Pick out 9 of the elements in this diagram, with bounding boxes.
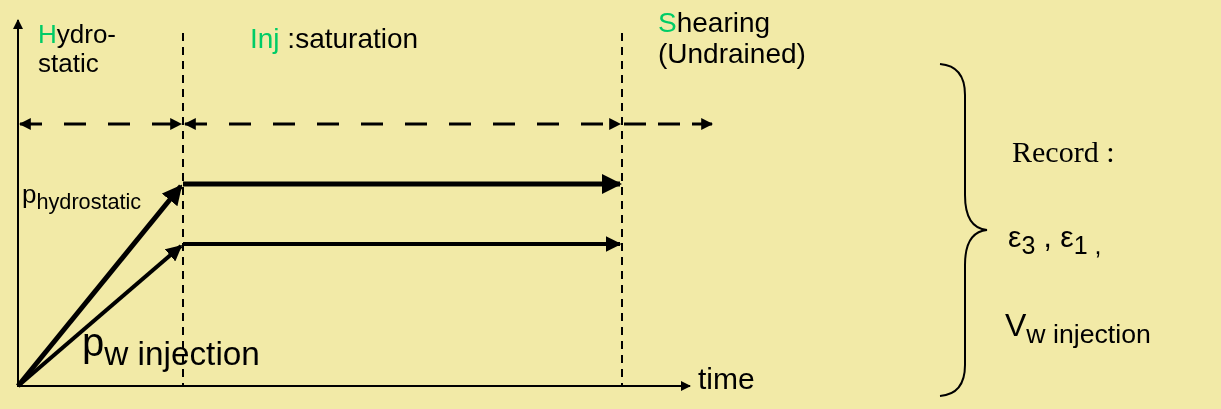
phase-label: Shearing (Undrained) — [658, 8, 807, 70]
phase-label: Inj :saturation — [250, 24, 419, 55]
record-note: V$_{w injection}$ — [1005, 308, 1151, 350]
record-note: ε$_{3}$ , ε$_{1 ,}$ — [1008, 220, 1102, 260]
curve-label: p$_{hydrostatic}$ — [22, 180, 142, 214]
phase-label: Hydro- static — [38, 20, 118, 78]
record-note: Record : — [1012, 135, 1115, 168]
axis-label: time — [698, 362, 755, 395]
curve-label: p$_{w injection}$ — [82, 320, 260, 373]
